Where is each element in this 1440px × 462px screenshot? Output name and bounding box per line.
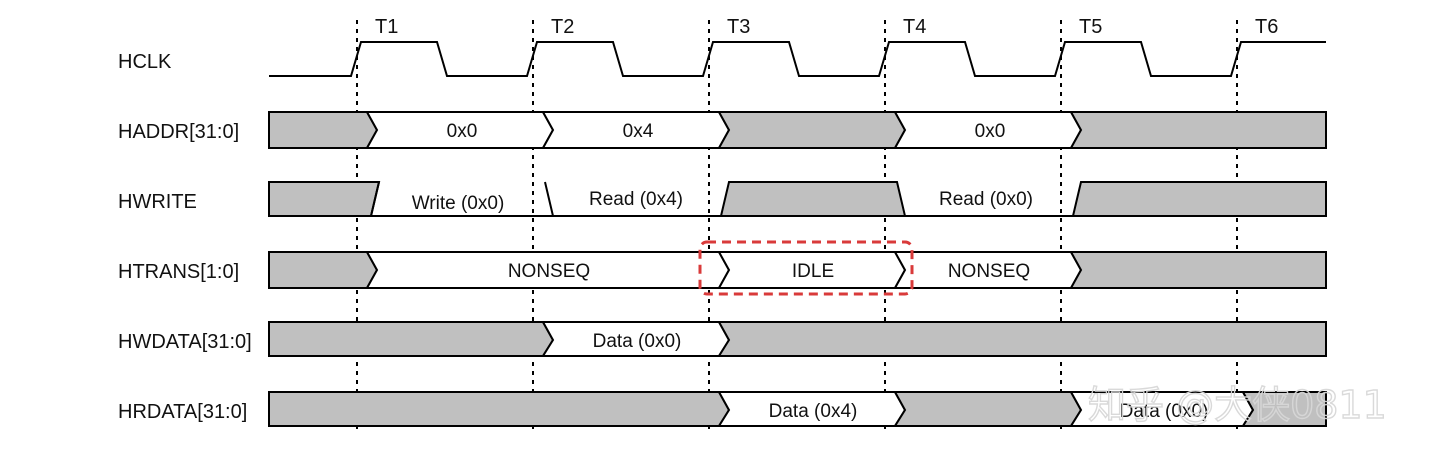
haddr-seg-4-label: 0x0 [975,121,1006,142]
hwrite-seg-2-label: Read (0x4) [589,189,683,210]
hrdata-seg-3-label: Data (0x0) [1120,401,1209,422]
hwrite-seg-1-2 [370,181,380,217]
haddr-seg-5 [1069,111,1327,149]
haddr-seg-3 [717,111,907,149]
tick-guides [356,20,1238,434]
hrdata-seg-2 [893,391,1083,427]
haddr-seg-2-label: 0x4 [623,121,654,142]
signal-label-hwrite: HWRITE [118,191,197,213]
htrans-seg-3-label: NONSEQ [948,261,1030,282]
hwdata-seg-2 [717,321,1327,357]
hwdata-waveform [268,321,1327,357]
watermark-text: 知乎 @大侠0811 [1088,383,1387,427]
tick-label-t5: T5 [1079,16,1102,38]
signal-labels: HCLK HADDR[31:0] HWRITE HTRANS[1:0] HWDA… [118,51,252,423]
hwrite-seg-0 [268,181,381,217]
tick-label-t6: T6 [1255,16,1278,38]
hrdata-seg-0 [268,391,731,427]
hwrite-seg-4-label: Read (0x0) [939,189,1033,210]
signal-label-haddr: HADDR[31:0] [118,121,239,143]
hrdata-seg-4 [1241,391,1327,427]
hwrite-seg-5 [1071,181,1327,217]
hwdata-seg-1-label: Data (0x0) [593,331,682,352]
haddr-seg-0 [268,111,379,149]
hrdata-waveform [268,391,1327,427]
tick-label-t2: T2 [551,16,574,38]
htrans-waveform [268,251,1327,289]
htrans-seg-1-label: NONSEQ [508,261,590,282]
tick-label-t3: T3 [727,16,750,38]
hwrite-low-line [371,181,721,217]
signal-label-hwdata: HWDATA[31:0] [118,331,252,353]
htrans-seg-2-label: IDLE [792,261,834,282]
hclk-waveform [269,41,1326,77]
tick-labels: T1 T2 T3 T4 T5 T6 [375,16,1278,38]
haddr-waveform [268,111,1327,149]
signal-label-htrans: HTRANS[1:0] [118,261,239,283]
hwrite-waveform [268,181,1327,217]
tick-label-t4: T4 [903,16,926,38]
htrans-seg-4 [1069,251,1327,289]
hwdata-seg-0 [268,321,555,357]
tick-label-t1: T1 [375,16,398,38]
signal-label-hrdata: HRDATA[31:0] [118,401,247,423]
signal-label-hclk: HCLK [118,51,172,73]
hrdata-seg-1-label: Data (0x4) [769,401,858,422]
htrans-seg-0 [268,251,379,289]
haddr-seg-1-label: 0x0 [447,121,478,142]
hwrite-seg-1-label: Write (0x0) [412,193,505,214]
idle-highlight-box [698,240,914,296]
hwrite-seg-3 [719,181,907,217]
